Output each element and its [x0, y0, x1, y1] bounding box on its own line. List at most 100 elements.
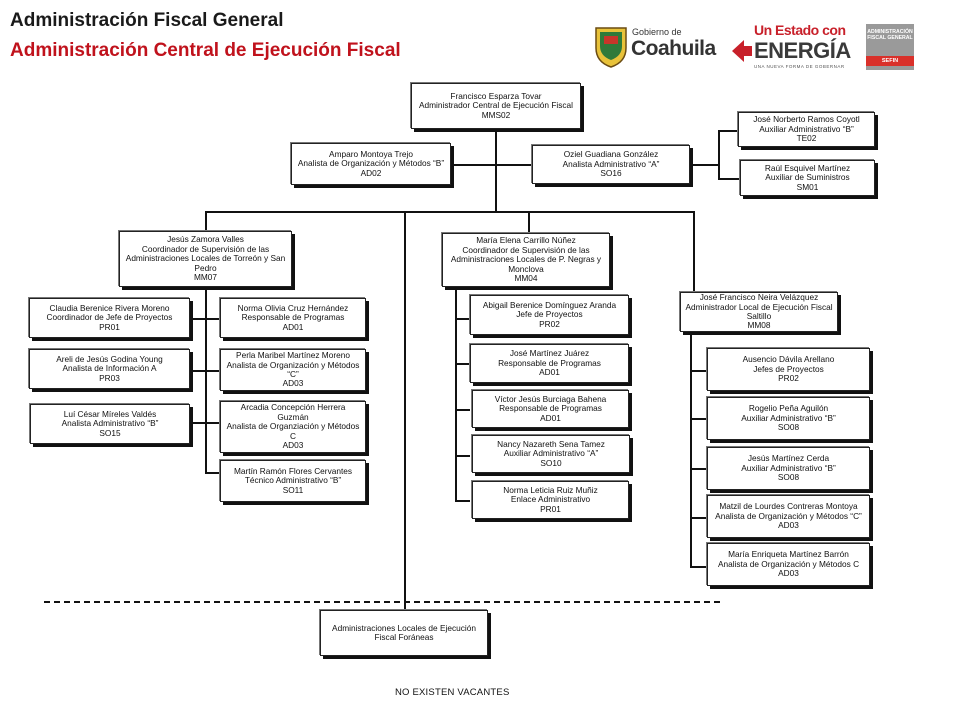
node-name: José Martínez Juárez	[509, 348, 590, 359]
afg-logo-sefin: SEFIN	[866, 56, 914, 66]
gobierno-coahuila-logo: Gobierno de Coahuila	[594, 24, 722, 68]
node-name: Perla Maribel Martínez Moreno	[236, 350, 350, 361]
node-code: SO10	[540, 457, 562, 468]
node-code: AD03	[282, 378, 304, 389]
node-role: Jefe de Proyectos	[516, 309, 583, 320]
node-role: Analista de Organización y Métodos C	[717, 558, 860, 569]
node-code: MMS02	[481, 109, 511, 120]
node-code: AD01	[540, 412, 561, 423]
footer-note: NO EXISTEN VACANTES	[395, 687, 510, 698]
node-role: Jefes de Proyectos	[753, 363, 824, 374]
node-role: Coordinador de Jefe de Proyectos	[46, 312, 173, 323]
node-code: AD02	[360, 167, 382, 178]
node-role: Analista de Organziación y Métodos C	[226, 421, 360, 441]
node-role: Analista Administrativo “B”	[61, 418, 159, 429]
node-code: PR02	[778, 373, 799, 384]
node-role: Auxiliar de Suministros	[765, 172, 850, 183]
node-code: PR02	[539, 318, 560, 329]
node-name: Areli de Jesús Godina Young	[56, 353, 163, 364]
node-role: Auxiliar Administrativo “B”	[741, 462, 836, 473]
node-role: Auxiliar Administrativo “A”	[503, 448, 599, 459]
node-name: Norma Leticia Ruiz Muñiz	[503, 484, 598, 495]
estado-energia-logo: Un Estado con ENERGÍA UNA NUEVA FORMA DE…	[732, 20, 854, 72]
node-name: Administraciones Locales de Ejecución Fi…	[332, 622, 476, 642]
node-code: SM01	[796, 181, 819, 192]
energia-arrow-icon	[732, 40, 752, 62]
node-code: AD01	[539, 367, 560, 378]
node-role: Analista Administrativo “A”	[562, 158, 660, 169]
node-name: Claudia Berenice Rivera Moreno	[49, 302, 170, 313]
node-foraneas: Administraciones Locales de Ejecución Fi…	[320, 610, 488, 656]
node-name: Víctor Jesús Burciaga Bahena	[494, 393, 607, 404]
node-code: MM08	[747, 320, 771, 331]
node-name: Luí César Míreles Valdés	[63, 408, 157, 419]
page-title: Administración Fiscal General	[10, 10, 284, 31]
node-name: María Enriqueta Martínez Barrón	[728, 549, 849, 560]
node-role: Analista de Organización y Métodos “B”	[297, 158, 445, 169]
node-name: Rogelio Peña Aguilón	[748, 403, 829, 414]
node-name: José Francisco Neira Velázquez	[699, 292, 819, 303]
node-role: Responsable de Programas	[499, 403, 602, 414]
node-role: Técnico Administrativo “B”	[244, 475, 342, 486]
node-code: SO16	[600, 168, 622, 179]
node-role: Coordinador de Supervisión de las Admini…	[125, 243, 286, 273]
node-role: Auxiliar Administrativo “B”	[741, 412, 836, 423]
node-name: Francisco Esparza Tovar	[450, 90, 542, 101]
node-name: Jesús Martínez Cerda	[747, 453, 830, 464]
node-code: AD03	[778, 568, 799, 579]
node-name: Abigail Berenice Domínguez Aranda	[482, 299, 617, 310]
node-role: Analista de Organización y Métodos “C”	[715, 510, 862, 521]
node-name: Amparo Montoya Trejo	[329, 148, 413, 159]
node-code: SO08	[777, 472, 800, 483]
coahuila-small-text: Gobierno de	[632, 27, 682, 37]
node-role: Administrador Local de Ejecución Fiscal …	[685, 301, 833, 321]
node-role: Coordinador de Supervisión de las Admini…	[450, 244, 602, 274]
node-code: SO15	[99, 427, 121, 438]
dashed-separator	[44, 601, 720, 603]
energia-big-text: ENERGÍA	[754, 38, 851, 63]
node-name: Arcadia Concepción Herrera Guzmán	[240, 402, 346, 422]
node-code: MM04	[514, 273, 538, 284]
afg-logo-text: ADMINISTRACIÓN FISCAL GENERAL	[867, 29, 913, 41]
energia-tagline: UNA NUEVA FORMA DE GOBERNAR	[754, 64, 845, 69]
node-name: José Norberto Ramos Coyotl	[753, 114, 860, 125]
node-code: AD03	[778, 520, 799, 531]
node-role: Analista de Organización y Métodos “C”	[226, 359, 360, 379]
node-role: Administrador Central de Ejecución Fisca…	[418, 100, 574, 111]
node-code: PR01	[540, 503, 561, 514]
coahuila-shield-icon	[595, 27, 627, 68]
node-name: Jesús Zamora Valles	[167, 234, 244, 245]
node-role: Analista de Información A	[62, 363, 157, 374]
node-name: Norma Olivia Cruz Hernández	[237, 302, 349, 313]
node-code: AD03	[282, 440, 304, 451]
energia-top-text: Un Estado con	[754, 22, 846, 38]
node-code: MM07	[193, 272, 218, 283]
page-subtitle: Administración Central de Ejecución Fisc…	[10, 40, 401, 61]
node-name: Oziel Guadiana González	[563, 149, 659, 160]
administracion-fiscal-logo: ADMINISTRACIÓN FISCAL GENERAL SEFIN	[866, 24, 914, 70]
node-name: María Elena Carrillo Núñez	[476, 235, 576, 246]
node-code: PR03	[99, 372, 120, 383]
